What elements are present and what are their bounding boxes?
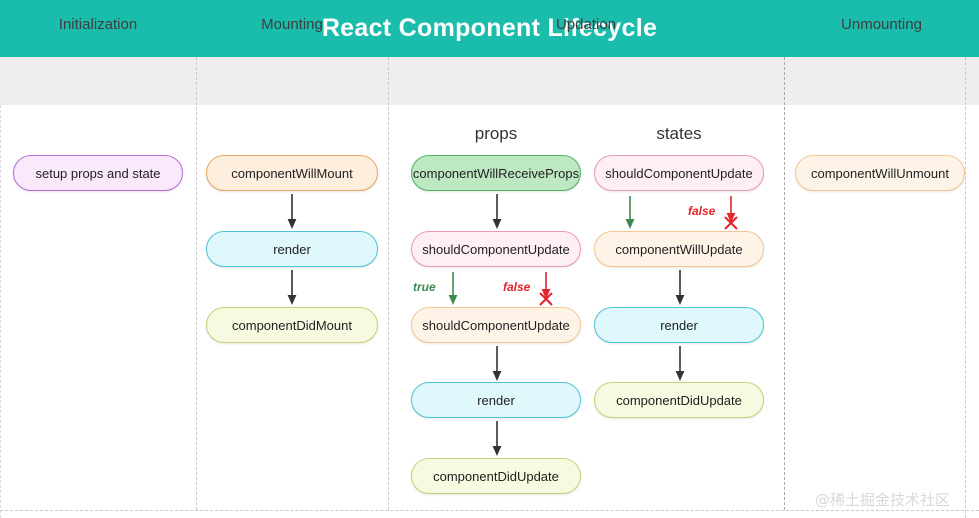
node-props-render[interactable]: render xyxy=(411,382,581,418)
page-title: React Component Lifecycle xyxy=(321,14,658,42)
column-divider-2 xyxy=(388,57,389,510)
branch-label-props-false: false xyxy=(503,280,531,294)
branch-label-states-false: false xyxy=(688,204,716,218)
group-label-states: states xyxy=(656,124,702,143)
column-divider-1 xyxy=(196,57,197,510)
column-header-updation: Updation xyxy=(555,15,617,33)
column-header-mounting: Mounting xyxy=(261,15,323,33)
node-states-render[interactable]: render xyxy=(594,307,764,343)
node-states-component-did-update[interactable]: componentDidUpdate xyxy=(594,382,764,418)
group-label-props: props xyxy=(474,124,518,143)
column-header-unmounting: Unmounting xyxy=(841,15,922,33)
node-component-will-update[interactable]: componentWillUpdate xyxy=(594,231,764,267)
node-mounting-render[interactable]: render xyxy=(206,231,378,267)
node-props-should-component-update[interactable]: shouldComponentUpdate xyxy=(411,231,581,267)
watermark: @稀土掘金技术社区 xyxy=(815,491,951,509)
node-component-will-mount[interactable]: componentWillMount xyxy=(206,155,378,191)
arrow-states-false xyxy=(721,196,741,232)
node-component-did-mount[interactable]: componentDidMount xyxy=(206,307,378,343)
arrow-props-1 xyxy=(488,194,506,230)
arrow-states-1 xyxy=(671,270,689,306)
arrow-props-2 xyxy=(488,346,506,382)
arrow-states-2 xyxy=(671,346,689,382)
title-bar: React Component Lifecycle xyxy=(0,0,979,57)
arrow-props-3 xyxy=(488,421,506,457)
frame-right-edge xyxy=(965,57,966,518)
column-divider-3 xyxy=(784,57,785,510)
node-props-will-update[interactable]: shouldComponentUpdate xyxy=(411,307,581,343)
frame-left-edge xyxy=(0,105,1,518)
arrow-mounting-2 xyxy=(283,270,301,306)
node-props-component-did-update[interactable]: componentDidUpdate xyxy=(411,458,581,494)
arrow-mounting-1 xyxy=(283,194,301,230)
node-component-will-receive-props[interactable]: componentWillReceiveProps xyxy=(411,155,581,191)
node-setup-props-and-state[interactable]: setup props and state xyxy=(13,155,183,191)
node-component-will-unmount[interactable]: componentWillUnmount xyxy=(795,155,965,191)
arrow-props-true xyxy=(444,272,462,306)
column-header-strip xyxy=(0,57,979,105)
arrow-props-false xyxy=(536,272,556,308)
column-header-initialization: Initialization xyxy=(58,15,138,33)
node-states-should-component-update[interactable]: shouldComponentUpdate xyxy=(594,155,764,191)
arrow-states-true xyxy=(621,196,639,230)
frame-bottom-edge xyxy=(0,510,979,511)
branch-label-props-true: true xyxy=(413,280,436,294)
